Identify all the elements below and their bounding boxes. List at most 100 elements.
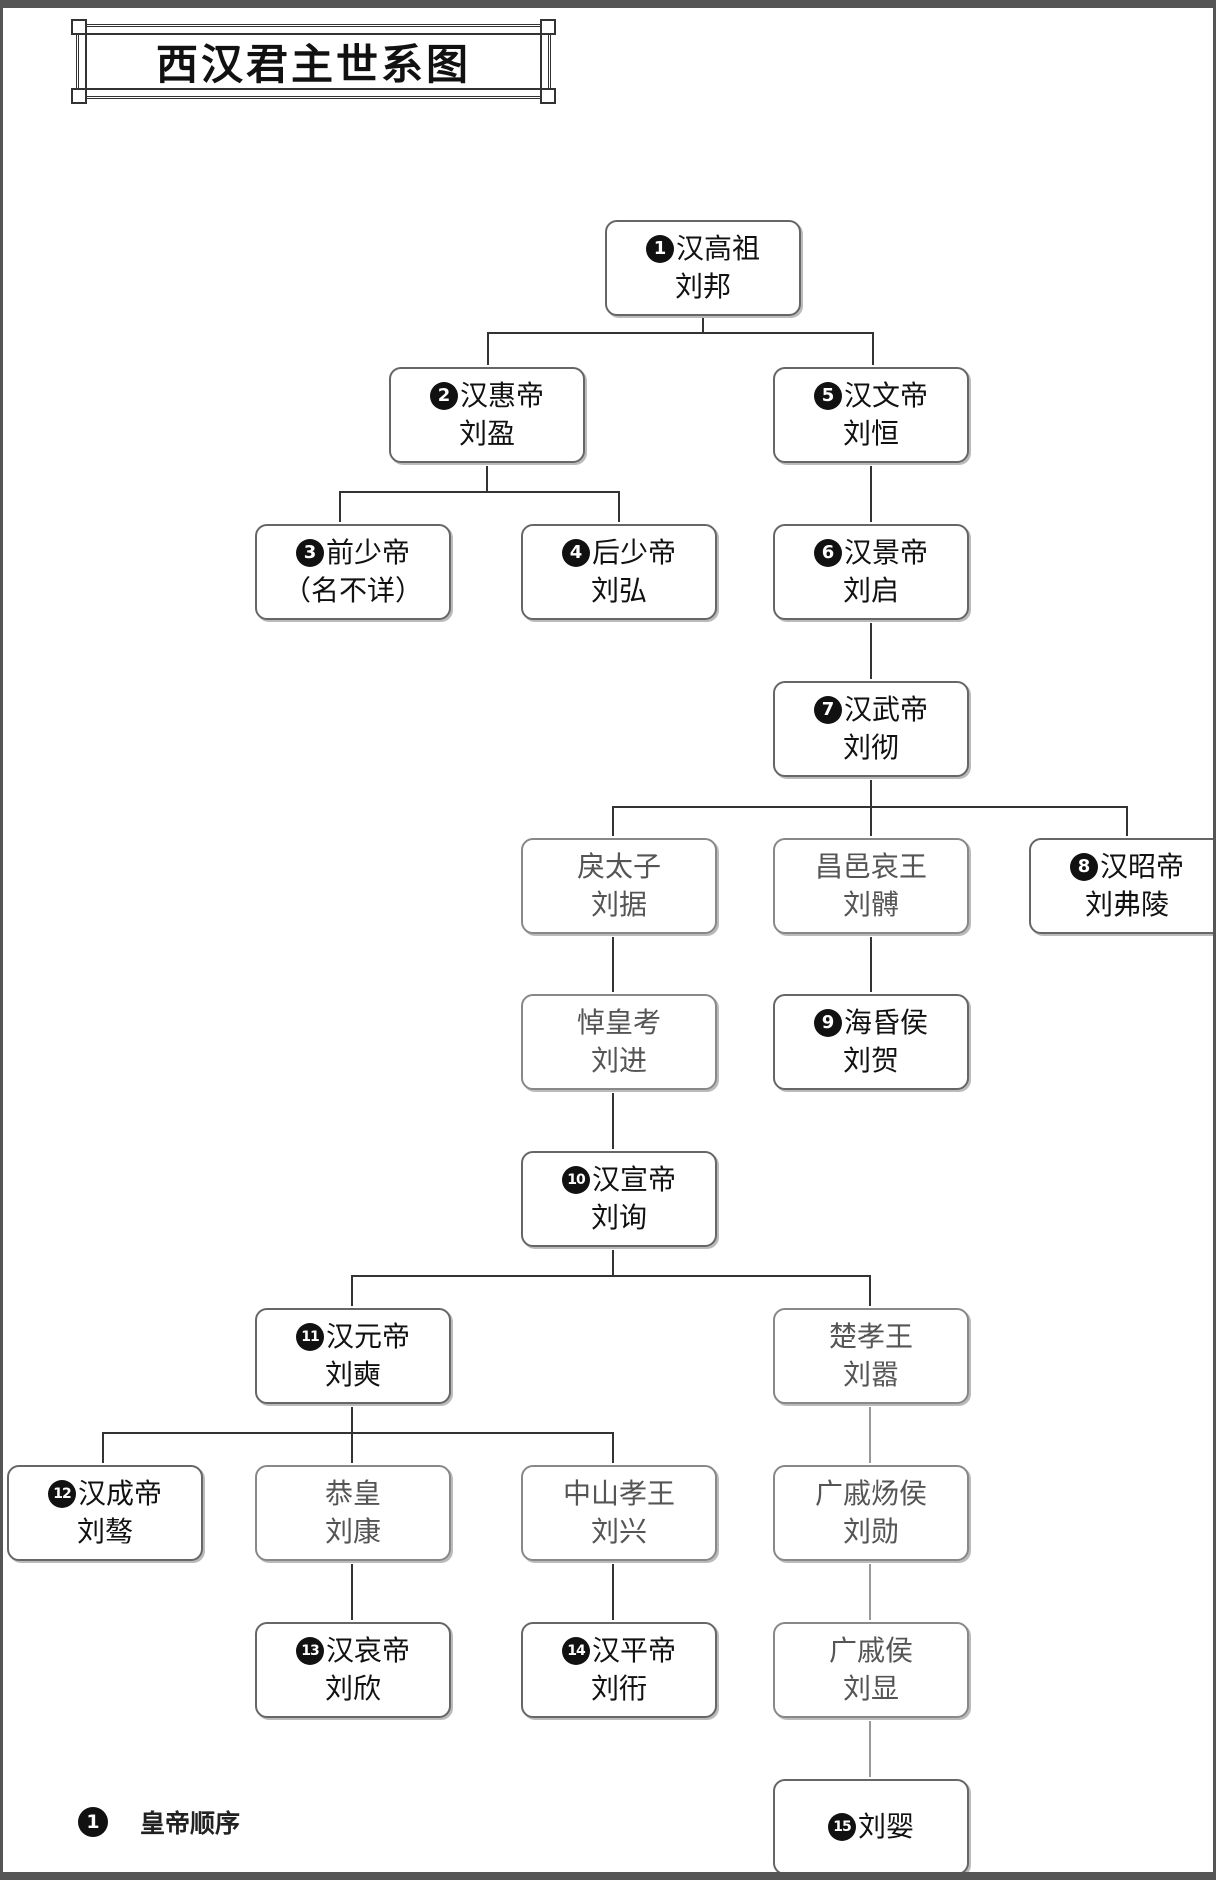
order-badge: 3 [295, 539, 324, 567]
node-title: 汉宣帝 [591, 1163, 676, 1196]
order-badge: 13 [295, 1637, 324, 1665]
node-title: 汉文帝 [843, 379, 928, 412]
node-title: 后少帝 [591, 536, 676, 569]
node-title: 恭皇 [324, 1477, 381, 1510]
node-name: 刘询 [590, 1201, 647, 1234]
order-badge: 4 [561, 539, 590, 567]
node-title: 前少帝 [325, 536, 410, 569]
node-name: 刘衎 [590, 1672, 647, 1705]
node-name: 刘邦 [674, 270, 731, 303]
node-daohuang: 悼皇考 刘进 [521, 994, 717, 1090]
order-badge: 10 [561, 1166, 590, 1194]
node-title: 楚孝王 [828, 1320, 913, 1353]
connector [703, 332, 874, 365]
node-name: 刘婴 [857, 1810, 914, 1843]
node-name: 刘显 [842, 1672, 899, 1705]
node-title: 悼皇考 [576, 1006, 661, 1039]
node-name: 刘勋 [842, 1515, 899, 1548]
order-badge: 8 [1069, 853, 1098, 881]
connector [352, 1432, 614, 1463]
node-title: 汉昭帝 [1099, 850, 1184, 883]
plaque-corner [540, 88, 556, 104]
node-gonghuang: 恭皇 刘康 [255, 1465, 451, 1561]
connector [612, 780, 872, 836]
connector [613, 1275, 871, 1306]
connector [487, 491, 620, 522]
order-badge: 5 [813, 382, 842, 410]
node-name: 刘据 [590, 888, 647, 921]
node-name: 刘弗陵 [1084, 888, 1169, 921]
node-name: 刘欣 [324, 1672, 381, 1705]
connector [102, 1407, 353, 1463]
legend-badge: 1 [78, 1807, 108, 1837]
legend-text: 皇帝顺序 [140, 1809, 241, 1838]
order-badge: 6 [813, 539, 842, 567]
order-badge: 9 [813, 1009, 842, 1037]
order-badge: 12 [47, 1480, 76, 1508]
node-title: 广戚侯 [828, 1634, 913, 1667]
order-badge: 2 [429, 382, 458, 410]
node-title: 中山孝王 [562, 1477, 675, 1510]
connector [351, 1250, 614, 1306]
order-badge: 7 [813, 696, 842, 724]
node-title: 汉景帝 [843, 536, 928, 569]
node-chuxiao: 楚孝王 刘嚣 [773, 1308, 969, 1404]
order-badge: 11 [295, 1323, 324, 1351]
node-name: 刘兴 [590, 1515, 647, 1548]
connector [871, 806, 1128, 836]
node-guangqi-yang: 广戚炀侯 刘勋 [773, 1465, 969, 1561]
node-title: 汉成帝 [77, 1477, 162, 1510]
title-plaque: 西汉君主世系图 [71, 19, 556, 104]
legend: 1 皇帝顺序 [78, 1804, 240, 1840]
node-title: 汉平帝 [591, 1634, 676, 1667]
node-name: （名不详） [282, 574, 423, 607]
node-title: 戾太子 [576, 850, 661, 883]
node-title: 汉高祖 [675, 232, 760, 265]
node-title: 海昏侯 [843, 1006, 928, 1039]
node-title: 汉武帝 [843, 693, 928, 726]
plaque-corner [540, 19, 556, 35]
node-title: 汉哀帝 [325, 1634, 410, 1667]
order-badge: 1 [645, 235, 674, 263]
order-badge: 14 [561, 1637, 590, 1665]
page-title: 西汉君主世系图 [155, 40, 471, 89]
node-name: 刘盈 [458, 417, 515, 450]
node-title: 汉惠帝 [459, 379, 544, 412]
node-zhongshan: 中山孝王 刘兴 [521, 1465, 717, 1561]
plaque-corner [71, 88, 87, 104]
order-badge: 15 [827, 1813, 856, 1841]
node-name: 刘嚣 [842, 1358, 899, 1391]
plaque-corner [71, 19, 87, 35]
connector [487, 316, 704, 365]
node-name: 刘启 [842, 574, 899, 607]
node-name: 刘奭 [324, 1358, 381, 1391]
node-name: 刘进 [590, 1044, 647, 1077]
node-lie-taizi: 戾太子 刘据 [521, 838, 717, 934]
node-name: 刘弘 [590, 574, 647, 607]
node-changyi: 昌邑哀王 刘髆 [773, 838, 969, 934]
connector-lines [102, 316, 1128, 1777]
node-name: 刘贺 [842, 1044, 899, 1077]
node-name: 刘骜 [76, 1515, 133, 1548]
node-name: 刘恒 [842, 417, 899, 450]
node-name: 刘髆 [842, 888, 899, 921]
node-guangqi: 广戚侯 刘显 [773, 1622, 969, 1718]
node-name: 刘彻 [842, 731, 899, 764]
node-name: 刘康 [324, 1515, 381, 1548]
node-title: 昌邑哀王 [814, 850, 927, 883]
